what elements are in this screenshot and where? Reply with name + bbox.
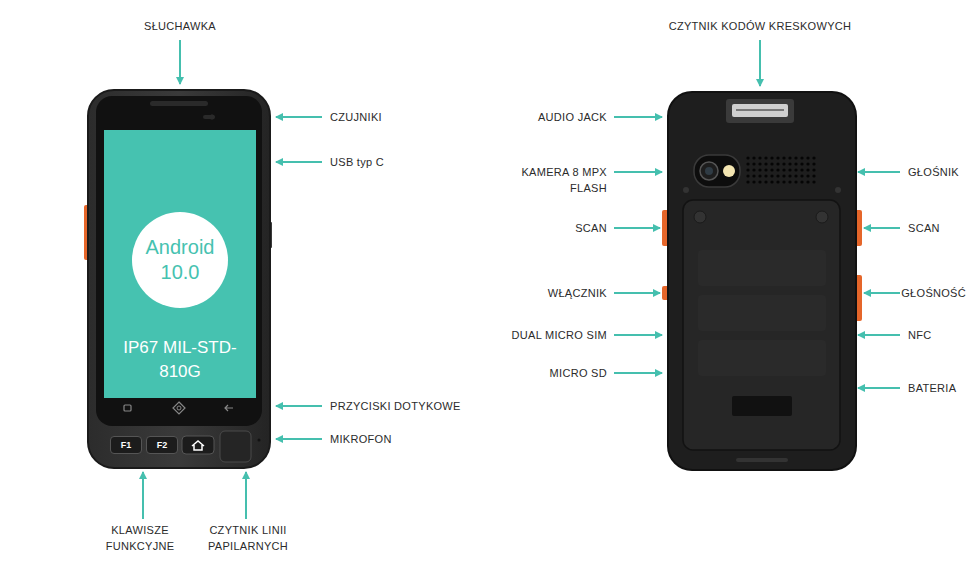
function-key: F1 bbox=[110, 436, 142, 454]
part-label: GŁOŚNOŚĆ bbox=[901, 285, 966, 301]
key-label: F2 bbox=[157, 439, 168, 451]
part-label: MIKROFON bbox=[330, 431, 392, 447]
part-label: CZUJNIKI bbox=[330, 109, 382, 125]
part-label: CZYTNIK LINII PAPILARNYCH bbox=[202, 522, 294, 554]
part-label: MICRO SD bbox=[550, 365, 607, 381]
part-label: AUDIO JACK bbox=[538, 109, 607, 125]
part-label: KAMERA 8 MPX FLASH bbox=[513, 164, 607, 196]
front-phone bbox=[84, 90, 272, 468]
android-badge: Android 10.0 bbox=[132, 212, 228, 308]
part-label: WŁĄCZNIK bbox=[548, 285, 607, 301]
part-label: GŁOŚNIK bbox=[908, 164, 959, 180]
back-phone bbox=[662, 92, 862, 470]
part-label: NFC bbox=[908, 327, 932, 343]
part-label: USB typ C bbox=[330, 154, 384, 170]
rating-text: IP67 MIL-STD-810G bbox=[110, 336, 250, 384]
part-label: SŁUCHAWKA bbox=[120, 18, 240, 34]
part-label: DUAL MICRO SIM bbox=[512, 327, 607, 343]
leader-lines bbox=[143, 40, 900, 519]
part-label: KLAWISZE FUNKCYJNE bbox=[100, 522, 180, 554]
part-label: PRZYCISKI DOTYKOWE bbox=[330, 398, 461, 414]
function-key: F2 bbox=[146, 436, 178, 454]
part-label: SCAN bbox=[908, 220, 940, 236]
screen-panel: IP67 MIL-STD-810G Android 10.0 bbox=[104, 130, 256, 398]
key-label: F1 bbox=[121, 439, 132, 451]
part-label: SCAN bbox=[575, 220, 607, 236]
os-label: Android 10.0 bbox=[138, 235, 222, 285]
part-label: BATERIA bbox=[908, 380, 956, 396]
part-label: CZYTNIK KODÓW KRESKOWYCH bbox=[660, 18, 860, 34]
